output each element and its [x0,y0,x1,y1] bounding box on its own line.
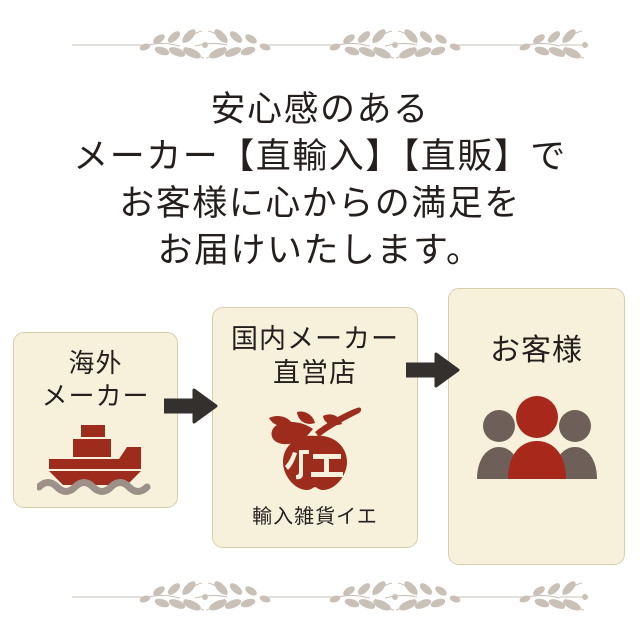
ship-icon-wrap [36,423,155,495]
flow-step-customer-title-line-1: お客様 [490,334,583,367]
floral-leaf-divider-icon [72,29,588,59]
flow-step-customer: お客様 [448,288,625,565]
flow-step-domestic-title: 国内メーカー 直営店 [231,322,399,390]
flow-step-overseas-title-line-1: 海外 [68,349,123,378]
floral-leaf-divider-icon [72,581,588,611]
flow-step-overseas-title-line-2: メーカー [41,382,150,411]
ornament-divider-bottom [0,574,640,620]
headline-line-2: メーカー【直輸入】【直販】で [73,137,567,176]
flow-step-domestic-caption: 輸入雑貨イエ [252,506,378,528]
apple-logo-icon [269,407,362,490]
flow-step-overseas-maker: 海外 メーカー [13,332,178,508]
headline-line-1: 安心感のある [210,90,430,129]
headline: 安心感のある メーカー【直輸入】【直販】で お客様に心からの満足を お届けいたし… [0,86,640,274]
ornament-divider-top [0,22,640,68]
ship-icon [36,425,150,495]
people-group-icon [476,396,597,479]
people-group-icon-wrap [475,395,599,481]
flow-step-domestic-maker: 国内メーカー 直営店 輸入雑貨イエ [212,307,418,548]
headline-line-3: お客様に心からの満足を [119,184,521,223]
flow-step-domestic-title-line-2: 直営店 [273,358,357,388]
flow-step-customer-title: お客様 [490,333,583,369]
flow-step-domestic-title-line-1: 国内メーカー [231,324,399,354]
flow-step-overseas-title: 海外 メーカー [41,347,149,413]
headline-line-4: お届けいたします。 [157,231,483,270]
apple-logo-icon-wrap [253,396,377,492]
